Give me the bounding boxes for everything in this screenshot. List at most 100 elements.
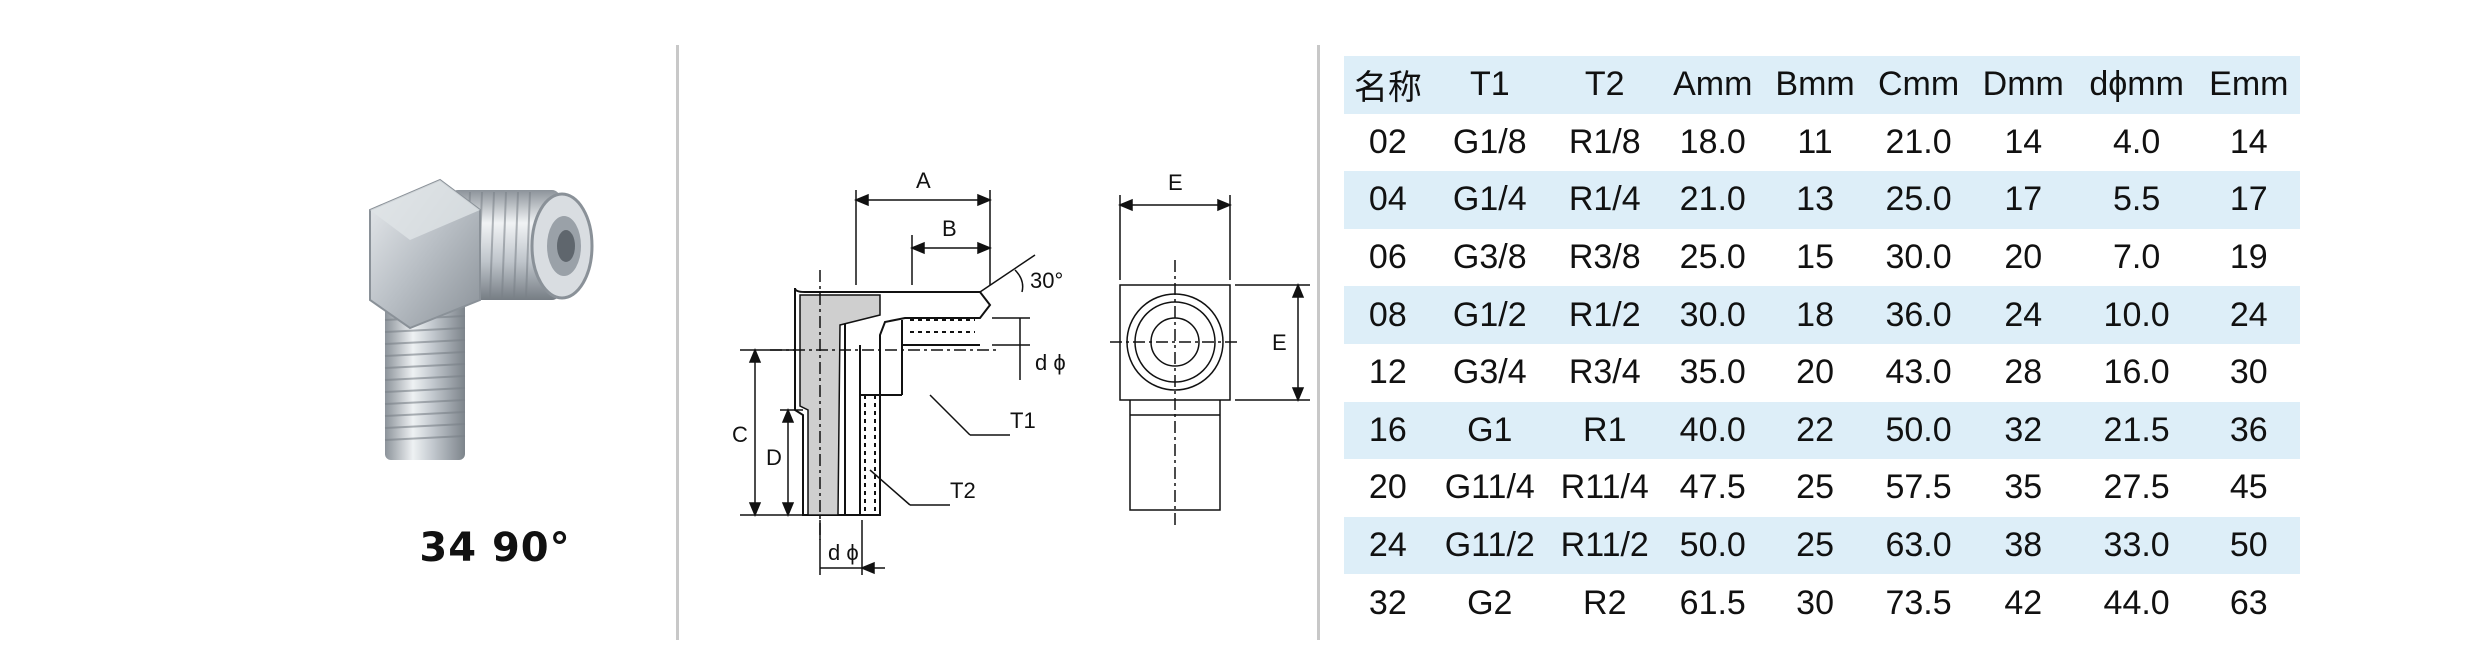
table-cell: 22 bbox=[1796, 410, 1834, 449]
table-cell: 30 bbox=[2229, 353, 2268, 392]
table-cell: 20 bbox=[1796, 353, 1834, 392]
table-cell: 18 bbox=[1796, 295, 1834, 334]
table-cell: 33.0 bbox=[2103, 526, 2170, 565]
table-cell: 35 bbox=[2004, 468, 2043, 507]
elbow-fitting-photo bbox=[369, 178, 594, 460]
table-cell: 36 bbox=[2229, 410, 2268, 449]
table-cell: 63.0 bbox=[1885, 526, 1952, 565]
dim-label-b: B bbox=[942, 216, 957, 241]
dim-label-t1: T1 bbox=[1010, 408, 1036, 433]
column-header: Cmm bbox=[1877, 65, 1960, 104]
table-cell: 30 bbox=[1796, 583, 1834, 622]
table-cell: 50.0 bbox=[1679, 526, 1746, 565]
technical-drawing: A B 30° d ϕ T1 T2 C D d ϕ E E bbox=[680, 120, 1320, 600]
table-cell: 06 bbox=[1368, 238, 1407, 277]
column-header: dϕmm bbox=[2089, 65, 2184, 104]
table-cell: 24 bbox=[2229, 295, 2268, 334]
table-cell: G1/8 bbox=[1452, 122, 1527, 161]
table-cell: R1/4 bbox=[1568, 180, 1641, 219]
table-cell: 30.0 bbox=[1885, 238, 1952, 277]
table-cell: 21.0 bbox=[1679, 180, 1746, 219]
column-header: Dmm bbox=[1982, 65, 2064, 104]
table-cell: 14 bbox=[2004, 122, 2043, 161]
dim-label-angle: 30° bbox=[1030, 268, 1063, 293]
table-cell: 10.0 bbox=[2103, 295, 2170, 334]
table-cell: R3/8 bbox=[1568, 238, 1641, 277]
table-cell: R1/2 bbox=[1568, 295, 1641, 334]
column-header: T1 bbox=[1469, 65, 1510, 104]
table-cell: R3/4 bbox=[1568, 353, 1641, 392]
table-cell: R11/2 bbox=[1560, 526, 1649, 565]
table-row: 04 G1/4 R1/4 21.0 13 25.0 17 5.5 17 bbox=[1344, 171, 2300, 229]
table-cell: G1/4 bbox=[1452, 180, 1527, 219]
table-cell: G11/2 bbox=[1444, 526, 1535, 565]
table-cell: 15 bbox=[1796, 238, 1834, 277]
table-cell: 25 bbox=[1796, 526, 1834, 565]
dimension-drawing: A B 30° d ϕ T1 T2 C D d ϕ E E bbox=[732, 168, 1310, 575]
table-cell: R1/8 bbox=[1568, 122, 1641, 161]
column-header: T2 bbox=[1584, 65, 1625, 104]
table-cell: G1/2 bbox=[1452, 295, 1527, 334]
table-cell: 32 bbox=[2004, 410, 2043, 449]
divider-left bbox=[676, 45, 679, 640]
table-cell: 47.5 bbox=[1679, 468, 1746, 507]
section-fill bbox=[799, 294, 881, 516]
dim-label-t2: T2 bbox=[950, 478, 976, 503]
table-cell: 61.5 bbox=[1679, 583, 1746, 622]
column-header: Amm bbox=[1673, 65, 1753, 104]
table-cell: 28 bbox=[2004, 353, 2043, 392]
table-cell: 14 bbox=[2229, 122, 2268, 161]
table-cell: 27.5 bbox=[2103, 468, 2170, 507]
table-cell: 17 bbox=[2004, 180, 2043, 219]
table-cell: 32 bbox=[1368, 583, 1407, 622]
table-cell: 4.0 bbox=[2112, 122, 2161, 161]
table-cell: G2 bbox=[1467, 583, 1513, 622]
product-photo-panel: 34 90° bbox=[0, 0, 670, 666]
table-cell: 12 bbox=[1368, 353, 1407, 392]
table-cell: 08 bbox=[1368, 295, 1407, 334]
table-cell: 24 bbox=[1368, 526, 1407, 565]
table-cell: 17 bbox=[2229, 180, 2268, 219]
table-cell: 73.5 bbox=[1885, 583, 1952, 622]
table-cell: 7.0 bbox=[2112, 238, 2161, 277]
dim-label-c: C bbox=[732, 422, 748, 447]
table-cell: 16 bbox=[1368, 410, 1407, 449]
table-cell: 04 bbox=[1368, 180, 1407, 219]
table-cell: 21.0 bbox=[1885, 122, 1952, 161]
table-cell: 16.0 bbox=[2103, 353, 2170, 392]
dim-label-a: A bbox=[916, 168, 931, 193]
dim-label-e-side: E bbox=[1272, 330, 1287, 355]
table-cell: G3/8 bbox=[1452, 238, 1527, 277]
table-cell: 18.0 bbox=[1679, 122, 1746, 161]
table-cell: 11 bbox=[1797, 122, 1833, 161]
column-header: 名称 bbox=[1353, 69, 1422, 108]
table-cell: G3/4 bbox=[1452, 353, 1527, 392]
table-cell: 19 bbox=[2229, 238, 2268, 277]
table-cell: 45 bbox=[2229, 468, 2268, 507]
table-cell: 21.5 bbox=[2103, 410, 2170, 449]
table-cell: 43.0 bbox=[1885, 353, 1952, 392]
column-header: Bmm bbox=[1775, 65, 1855, 104]
table-cell: 5.5 bbox=[2112, 180, 2161, 219]
table-cell: 40.0 bbox=[1679, 410, 1746, 449]
table-cell: 13 bbox=[1796, 180, 1834, 219]
table-cell: 50.0 bbox=[1885, 410, 1952, 449]
dim-label-e-top: E bbox=[1168, 170, 1183, 195]
table-cell: 20 bbox=[2004, 238, 2043, 277]
table-cell: 24 bbox=[2004, 295, 2043, 334]
table-cell: 25.0 bbox=[1885, 180, 1952, 219]
table-cell: G11/4 bbox=[1444, 468, 1535, 507]
table-cell: 20 bbox=[1368, 468, 1407, 507]
dim-label-dphi-bottom: d ϕ bbox=[828, 540, 859, 565]
table-cell: 38 bbox=[2004, 526, 2043, 565]
table-cell: 63 bbox=[2229, 583, 2268, 622]
